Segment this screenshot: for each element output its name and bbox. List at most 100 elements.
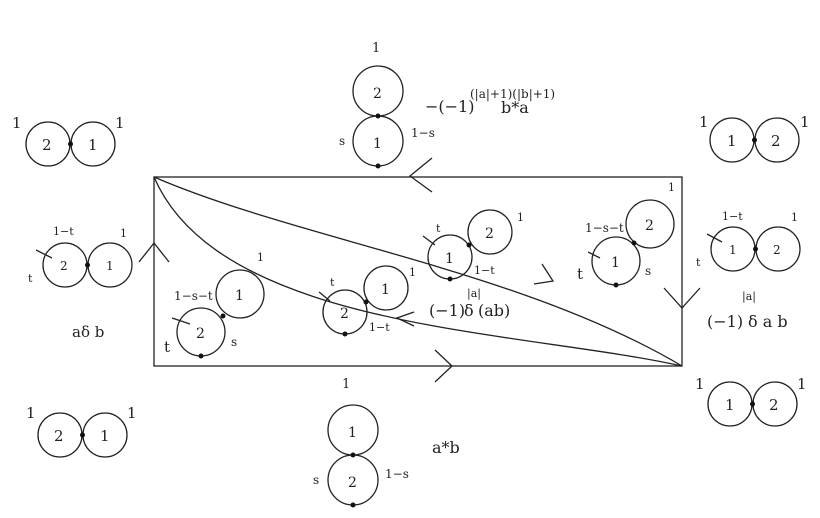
- inner-bl-join-point: [220, 313, 226, 319]
- inner-tr-marker: [587, 251, 601, 259]
- left-mid-label-1-t: 1−t: [53, 225, 74, 238]
- right-mid-circle-right-label: 2: [773, 243, 781, 257]
- left-mid-label-1: 1: [120, 227, 127, 240]
- bottom-left-circle-left-label: 2: [54, 427, 64, 445]
- inner-um-label-1: 1: [517, 211, 524, 224]
- inner-mid-circle-lower-label: 2: [340, 306, 349, 322]
- top-fig-circle-lower-label: 1: [373, 136, 382, 152]
- middle-formula-delta: δ: [464, 301, 474, 320]
- inner-bl-label-s: s: [231, 335, 237, 349]
- upper-diagonal-curve: [153, 176, 683, 367]
- inner-um-circle-upper-label: 2: [485, 226, 494, 242]
- inner-mid-marker: [318, 291, 331, 302]
- bottom-left-label-1-right: 1: [127, 404, 137, 422]
- left-mid-marker: [35, 249, 53, 259]
- upper-curve-arrow: [533, 263, 555, 285]
- inner-bl-curve-label-1: 1: [257, 251, 264, 264]
- right-mid-label-t: t: [696, 256, 701, 269]
- middle-formula-body: (ab): [478, 301, 510, 320]
- inner-mid-label-1-t: 1−t: [369, 321, 390, 334]
- inner-mid-label-1: 1: [409, 266, 416, 279]
- right-mid-circle-left-label: 1: [729, 243, 737, 257]
- inner-tr-label-s: s: [645, 264, 651, 278]
- inner-tr-circle-lower-label: 1: [611, 255, 620, 271]
- top-fig-join-point: [375, 113, 381, 119]
- inner-um-label-t: t: [436, 222, 441, 235]
- inner-mid-label-t: t: [330, 276, 335, 289]
- inner-tr-label-1-s-t: 1−s−t: [585, 221, 624, 235]
- inner-tr-circle-upper: [625, 199, 675, 249]
- top-right-label-1-right: 1: [800, 113, 810, 131]
- bottom-left-join-point: [80, 432, 85, 438]
- top-right-circle-left-label: 1: [727, 132, 737, 150]
- top-left-circle-right-label: 1: [88, 136, 98, 154]
- bottom-fig-base-point: [350, 502, 356, 508]
- lower-curve-arrow: [395, 311, 415, 327]
- top-right-label-1-left: 1: [699, 113, 709, 131]
- left-mid-circle-left-label: 2: [60, 259, 68, 273]
- top-left-join-point: [68, 141, 73, 147]
- right-formula-exponent: |a|: [742, 290, 756, 304]
- bottom-right-circle-right-label: 2: [769, 396, 779, 414]
- top-formula-exponent: (|a|+1)(|b|+1): [470, 87, 555, 101]
- bottom-fig-circle-upper-label: 1: [348, 425, 357, 441]
- left-formula: aδ b: [72, 323, 104, 341]
- middle-formula-exponent: |a|: [467, 287, 481, 301]
- bottom-edge-arrow: [434, 349, 453, 383]
- inner-tr-corner-label-1: 1: [668, 181, 675, 194]
- left-mid-circle-right-label: 1: [106, 259, 114, 273]
- inner-um-join-point: [466, 242, 472, 248]
- inner-tr-base-point: [613, 282, 619, 288]
- lower-diagonal-curve: [153, 176, 683, 367]
- right-mid-join-point: [753, 246, 758, 252]
- top-left-label-1-right: 1: [115, 114, 125, 132]
- inner-bl-circle-lower-label: 2: [196, 326, 205, 342]
- left-mid-join-point: [85, 262, 90, 268]
- top-right-circle-right-label: 2: [771, 132, 781, 150]
- bottom-right-label-1-right: 1: [797, 375, 807, 393]
- bottom-right-circle-left-label: 1: [725, 396, 735, 414]
- bottom-fig-label-1-s: 1−s: [385, 467, 409, 481]
- top-fig-circle-upper-label: 2: [373, 86, 382, 102]
- bottom-left-circle-right-label: 1: [100, 427, 110, 445]
- inner-mid-base-point: [342, 331, 348, 337]
- top-left-label-1-left: 1: [12, 114, 22, 132]
- inner-bl-label-t: t: [164, 338, 170, 356]
- inner-bl-circle-upper: [215, 269, 265, 319]
- inner-mid-circle-upper: [363, 265, 409, 311]
- right-formula-prefix: (−1): [707, 312, 743, 331]
- top-fig-label-1-s: 1−s: [411, 126, 435, 140]
- bottom-fig-circle-lower-label: 2: [348, 475, 357, 491]
- middle-formula-prefix: (−1): [429, 301, 465, 320]
- inner-tr-label-t: t: [577, 265, 583, 283]
- inner-mid-join-point: [363, 299, 369, 305]
- inner-bl-base-point: [198, 353, 204, 359]
- right-mid-label-1-t: 1−t: [722, 210, 743, 223]
- inner-um-circle-lower-label: 1: [445, 251, 454, 267]
- bottom-left-label-1-left: 1: [26, 404, 36, 422]
- inner-um-base-point: [447, 276, 453, 282]
- top-formula-prefix: −(−1): [425, 97, 474, 116]
- top-right-join-point: [752, 137, 757, 143]
- bottom-fig-label-1: 1: [342, 377, 350, 392]
- inner-um-marker: [422, 235, 436, 246]
- left-mid-label-t: t: [28, 272, 33, 285]
- top-left-circle-left-label: 2: [42, 136, 52, 154]
- bottom-fig-join-point: [350, 452, 356, 458]
- bottom-formula: a*b: [432, 438, 460, 457]
- left-edge-arrow: [138, 241, 170, 263]
- top-fig-label-1: 1: [372, 41, 380, 56]
- bottom-right-label-1-left: 1: [695, 375, 705, 393]
- inner-bl-label-1-s-t: 1−s−t: [174, 289, 213, 303]
- top-edge-arrow: [408, 157, 433, 193]
- top-formula-body: b*a: [501, 98, 529, 117]
- inner-bl-circle-upper-label: 1: [235, 288, 244, 304]
- inner-tr-circle-upper-label: 2: [645, 218, 654, 234]
- top-fig-label-s: s: [339, 134, 345, 148]
- inner-mid-circle-upper-label: 1: [381, 282, 390, 298]
- bottom-fig-label-s: s: [313, 473, 319, 487]
- inner-bl-marker: [171, 317, 191, 325]
- inner-um-circle-upper: [467, 209, 513, 255]
